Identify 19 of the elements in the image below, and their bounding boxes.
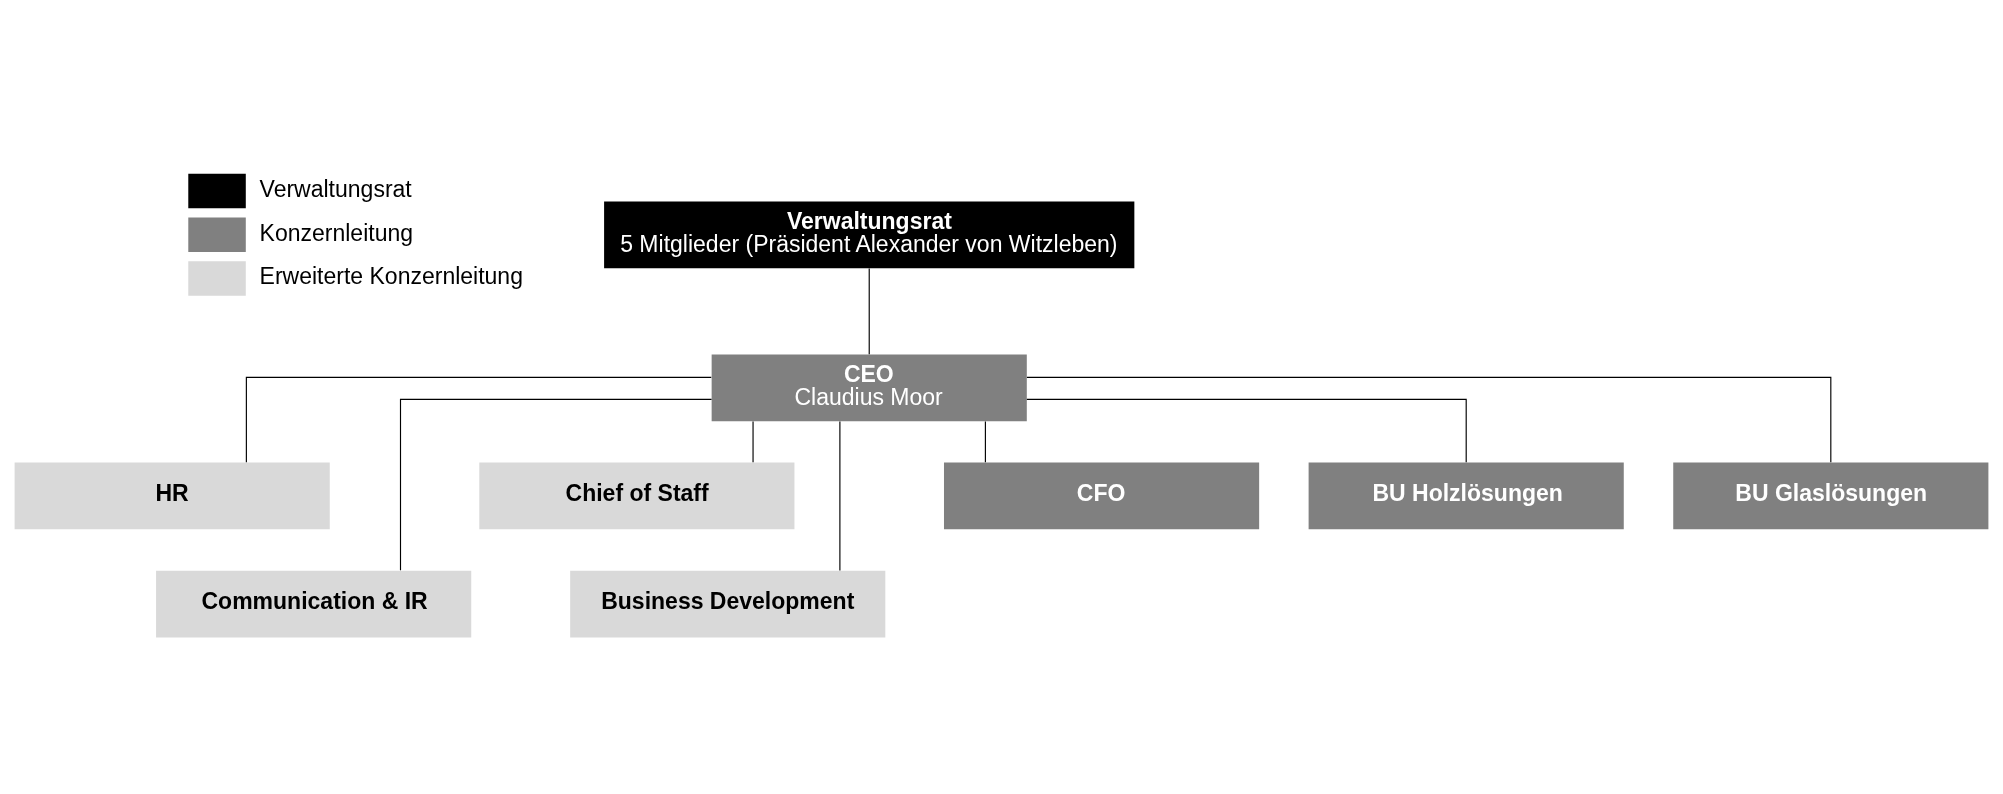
node-box: CEO Claudius Moor (711, 354, 1027, 422)
legend-label: Verwaltungsrat (259, 175, 412, 202)
node-box: HR (14, 462, 330, 530)
node-box: Chief of Staff (479, 462, 795, 530)
node-box: BU Holzlösungen (1308, 462, 1624, 530)
connector (245, 376, 712, 463)
legend-label: Konzernleitung (259, 219, 414, 246)
connector (1026, 376, 1832, 463)
legend-label: Erweiterte Konzernleitung (259, 263, 523, 290)
node-box: Communication & IR (156, 570, 472, 638)
node-box: Business Development (570, 570, 886, 638)
node-box: CFO (944, 462, 1260, 530)
connector (839, 421, 841, 572)
connector (399, 398, 713, 571)
connector (984, 420, 986, 463)
node-box: BU Glaslösungen (1673, 462, 1989, 530)
node-box: Verwaltungsrat 5 Mitglieder (Präsident Alexander von Witzleben) (604, 201, 1135, 269)
connector (868, 267, 870, 355)
connector (1026, 398, 1467, 463)
